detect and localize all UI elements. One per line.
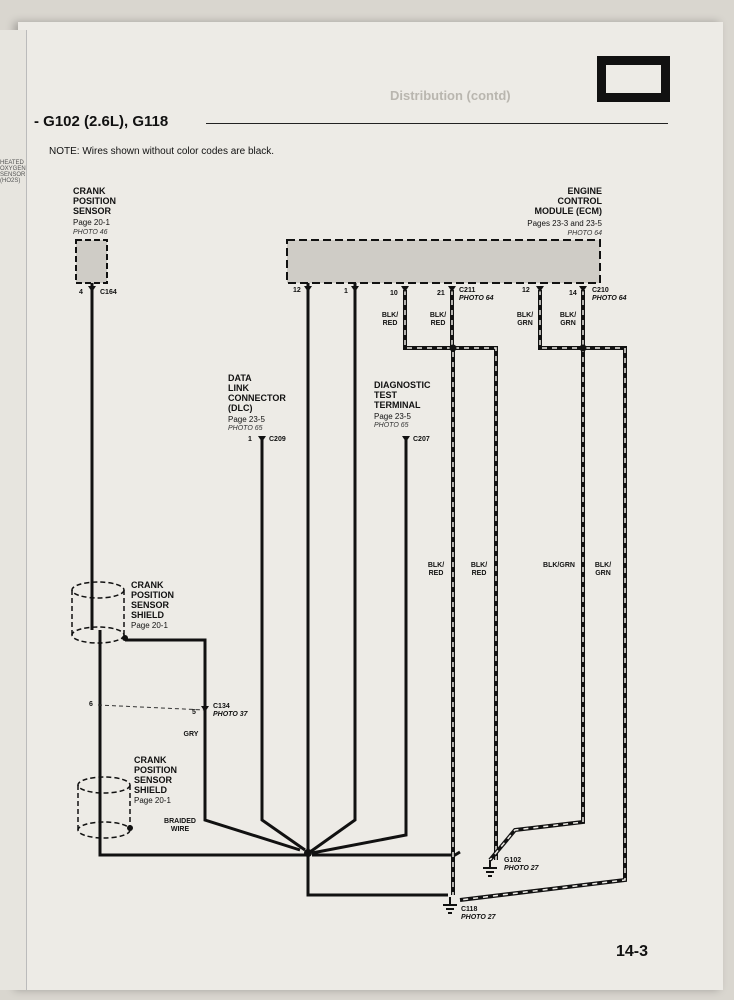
page-title: - G102 (2.6L), G118 [34, 113, 169, 130]
ecm-pages: Pages 23-3 and 23-5 [527, 219, 602, 228]
striped-wires [403, 290, 627, 902]
connector-c211: C211 [459, 287, 476, 294]
pin-ecm-12a: 12 [293, 287, 301, 294]
wire-ecm-12 [306, 283, 448, 897]
wire-color-label: BLK/ RED [429, 312, 447, 327]
ground-g102-photo: PHOTO 27 [504, 865, 539, 872]
wire-color-label: BLK/ GRN [559, 312, 577, 327]
wire-color-label: BLK/GRN [543, 562, 575, 569]
wire-gry-c134 [97, 704, 206, 711]
wire-note: NOTE: Wires shown without color codes ar… [49, 146, 275, 157]
crank-position-sensor-box [75, 239, 108, 284]
wire-color-label: GRY [183, 731, 199, 738]
wire-color-label: BLK/ GRN [516, 312, 534, 327]
crank-sensor-photo: PHOTO 46 [73, 229, 108, 236]
diagnostic-terminal-photo: PHOTO 65 [374, 422, 409, 429]
connector-c211-photo: PHOTO 64 [459, 295, 494, 302]
bleed-through-text: Distribution (contd) [390, 88, 511, 103]
black-wires [90, 283, 461, 897]
connector-marks [88, 286, 587, 712]
title-rule [206, 123, 668, 124]
wire-ecm-1 [309, 283, 357, 854]
battery-section-icon: + − [597, 55, 670, 102]
pin-ecm-12b: 12 [522, 287, 530, 294]
wire-color-label: BLK/ RED [470, 562, 488, 577]
battery-minus-symbol: − [643, 55, 649, 66]
diagnostic-terminal-page: Page 23-5 [374, 412, 411, 421]
shield2-label: CRANK POSITION SENSOR SHIELD [134, 755, 178, 795]
manual-page [18, 22, 723, 990]
pin-dlc-1: 1 [248, 436, 252, 443]
diagnostic-terminal-label: DIAGNOSTIC TEST TERMINAL [374, 380, 431, 410]
wire-color-label: BLK/ GRN [594, 562, 612, 577]
crank-sensor-label: CRANK POSITION SENSOR [73, 186, 117, 216]
braided-wire-label: BRAIDED WIRE [164, 818, 196, 833]
battery-plus-symbol: + [615, 55, 621, 66]
pin-ecm-21: 21 [437, 290, 445, 297]
pin-c134-6: 6 [89, 701, 93, 708]
pin-ecm-14: 14 [569, 290, 577, 297]
ground-g102-icon [483, 860, 497, 877]
connector-c209: C209 [269, 436, 286, 443]
ground-g118-photo: PHOTO 27 [461, 914, 496, 921]
pin-ecm-10: 10 [390, 290, 398, 297]
wire-diagnostic-terminal [311, 438, 408, 855]
ground-g118-icon [443, 897, 457, 914]
pin-c134-5: 5 [192, 709, 196, 716]
ecm-label: ENGINE CONTROL MODULE (ECM) [534, 186, 603, 216]
crank-shield-upper [71, 581, 125, 644]
dlc-photo: PHOTO 65 [228, 425, 263, 432]
pin-ecm-1: 1 [344, 288, 348, 295]
ground-g118-label: C118 [461, 906, 478, 913]
wire-shield-braided [125, 638, 301, 852]
page-number: 14-3 [616, 943, 649, 960]
connector-c164: C164 [100, 289, 117, 296]
splice-points [122, 344, 587, 857]
wire-color-label: BLK/ RED [427, 562, 445, 577]
wire-dlc [260, 438, 306, 852]
ground-g102-label: G102 [504, 857, 522, 864]
pin-crank: 4 [79, 289, 83, 296]
connector-c134-photo: PHOTO 37 [213, 711, 248, 718]
dlc-page: Page 23-5 [228, 415, 265, 424]
connector-c210: C210 [592, 287, 609, 294]
connector-c207: C207 [413, 436, 430, 443]
shield1-label: CRANK POSITION SENSOR SHIELD [131, 580, 175, 620]
ecm-module-box [286, 239, 601, 284]
shield1-page: Page 20-1 [131, 621, 168, 630]
connector-c134: C134 [213, 703, 230, 710]
ecm-photo: PHOTO 64 [567, 230, 603, 237]
crank-shield-lower [77, 776, 131, 839]
wire-color-label: BLK/ RED [381, 312, 399, 327]
connector-c210-photo: PHOTO 64 [592, 295, 627, 302]
shield2-page: Page 20-1 [134, 796, 171, 805]
dlc-label: DATA LINK CONNECTOR (DLC) [228, 373, 286, 413]
wire-ground-bus [312, 850, 461, 857]
crank-sensor-page: Page 20-1 [73, 218, 110, 227]
